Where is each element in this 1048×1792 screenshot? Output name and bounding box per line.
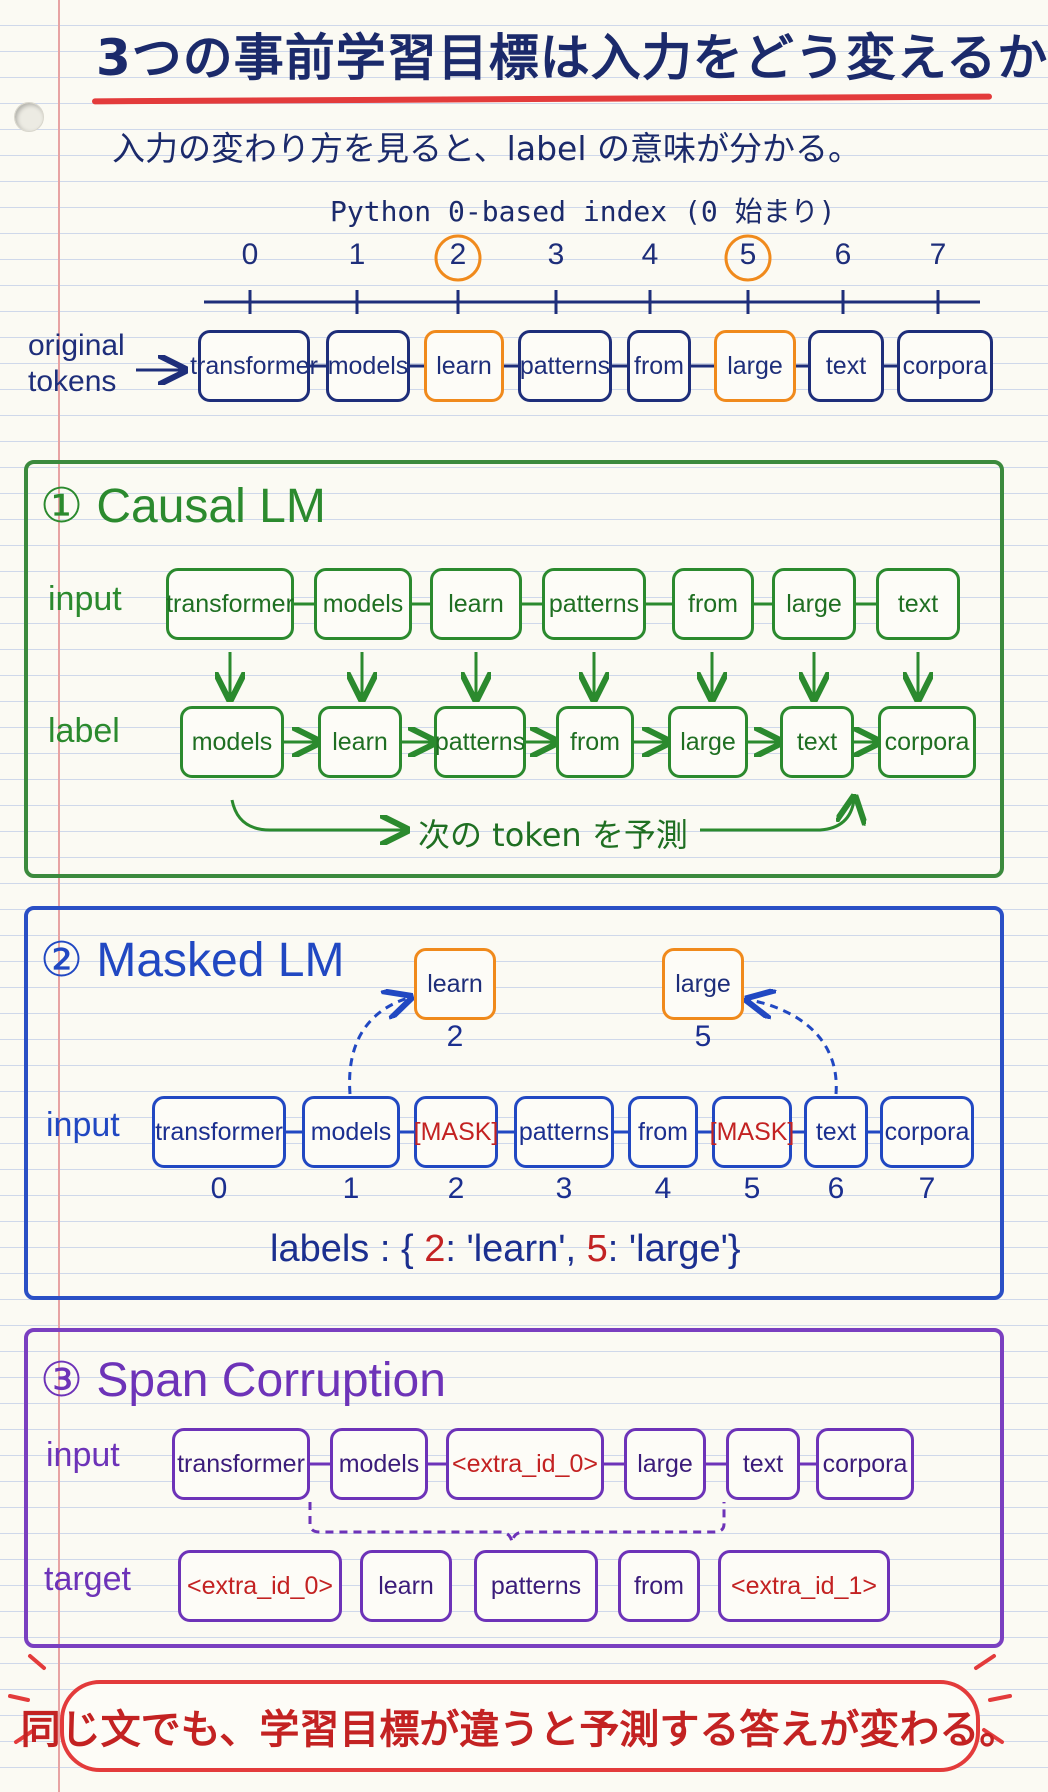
span-input-token: <extra_id_0>: [446, 1428, 604, 1500]
span-target-token: learn: [360, 1550, 452, 1622]
original-token: from: [627, 330, 691, 402]
span-input-token: large: [624, 1428, 706, 1500]
span-target-token: <extra_id_1>: [718, 1550, 890, 1622]
original-token: transformer: [190, 330, 318, 402]
page-title: 3つの事前学習目標は入力をどう変えるか: [96, 29, 1048, 87]
labels-key-1: 2: [424, 1228, 446, 1270]
bottom-note: 同じ文でも、学習目標が違うと予測する答えが変わる。: [21, 1680, 1019, 1772]
causal-label-token: patterns: [434, 706, 526, 778]
causal-input-token: from: [672, 568, 754, 640]
original-token: text: [808, 330, 884, 402]
span-input-token: text: [726, 1428, 800, 1500]
span-target-token: from: [618, 1550, 700, 1622]
causal-label-token: corpora: [878, 706, 976, 778]
index-tick-label: 1: [348, 238, 366, 271]
causal-label-token: models: [180, 706, 284, 778]
original-label-line2: tokens: [28, 365, 117, 398]
causal-label-token: large: [668, 706, 748, 778]
masked-index-label: 4: [654, 1172, 672, 1205]
causal-label-label: label: [48, 712, 120, 750]
index-tick-label: 5: [739, 238, 757, 271]
masked-input-token: transformer: [152, 1096, 286, 1168]
causal-input-token: text: [876, 568, 960, 640]
masked-predicted-index: 5: [694, 1020, 712, 1053]
span-input-token: models: [330, 1428, 428, 1500]
notebook-margin-line: [58, 0, 60, 1792]
index-tick-label: 2: [449, 238, 467, 271]
masked-labels-dict: labels : { 2: 'learn', 5: 'large'}: [270, 1228, 741, 1271]
masked-index-label: 7: [918, 1172, 936, 1205]
labels-value-2: : 'large': [607, 1228, 728, 1270]
title-underline: [91, 93, 993, 105]
masked-index-label: 6: [827, 1172, 845, 1205]
masked-index-label: 2: [447, 1172, 465, 1205]
masked-input-token: from: [628, 1096, 698, 1168]
causal-label-token: learn: [318, 706, 402, 778]
masked-input-token: patterns: [514, 1096, 614, 1168]
original-token: patterns: [518, 330, 612, 402]
causal-input-label: input: [48, 580, 122, 618]
masked-lm-section: [24, 906, 1004, 1300]
labels-suffix: }: [727, 1228, 741, 1270]
index-tick-label: 4: [641, 238, 659, 271]
labels-value-1: : 'learn',: [445, 1228, 577, 1270]
causal-input-token: large: [772, 568, 856, 640]
span-input-token: transformer: [172, 1428, 310, 1500]
index-caption: Python 0-based index (0 始まり): [330, 195, 836, 228]
masked-index-label: 5: [743, 1172, 761, 1205]
masked-input-token: models: [302, 1096, 400, 1168]
index-tick-label: 6: [834, 238, 852, 271]
page-subtitle: 入力の変わり方を見ると、label の意味が分かる。: [112, 129, 861, 168]
causal-lm-section: [24, 460, 1004, 878]
original-label-line1: original: [28, 329, 125, 362]
causal-input-token: learn: [430, 568, 522, 640]
original-token: corpora: [897, 330, 993, 402]
span-corruption-section: [24, 1328, 1004, 1648]
causal-input-token: transformer: [166, 568, 294, 640]
causal-lm-title: ① Causal LM: [40, 480, 326, 533]
index-tick-label: 3: [547, 238, 565, 271]
causal-caption: 次の token を予測: [418, 816, 688, 854]
masked-index-label: 0: [210, 1172, 228, 1205]
index-tick-label: 7: [929, 238, 947, 271]
original-tokens-label: original tokens: [28, 328, 125, 400]
span-input-label: input: [46, 1436, 120, 1474]
index-tick-label: 0: [241, 238, 259, 271]
labels-prefix: labels : {: [270, 1228, 414, 1270]
span-input-token: corpora: [816, 1428, 914, 1500]
masked-index-label: 3: [555, 1172, 573, 1205]
masked-input-token: [MASK]: [414, 1096, 498, 1168]
labels-key-2: 5: [586, 1228, 608, 1270]
punch-hole: [14, 102, 44, 132]
masked-predicted-index: 2: [446, 1020, 464, 1053]
causal-input-token: patterns: [542, 568, 646, 640]
span-target-label: target: [44, 1560, 131, 1598]
causal-input-token: models: [314, 568, 412, 640]
causal-label-token: from: [556, 706, 634, 778]
masked-input-token: corpora: [880, 1096, 974, 1168]
span-target-token: patterns: [474, 1550, 598, 1622]
span-target-token: <extra_id_0>: [178, 1550, 342, 1622]
masked-input-token: text: [804, 1096, 868, 1168]
masked-predicted-token: large: [662, 948, 744, 1020]
masked-lm-title: ② Masked LM: [40, 934, 345, 987]
original-token: learn: [424, 330, 504, 402]
masked-index-label: 1: [342, 1172, 360, 1205]
masked-input-label: input: [46, 1106, 120, 1144]
causal-label-token: text: [780, 706, 854, 778]
masked-predicted-token: learn: [414, 948, 496, 1020]
masked-input-token: [MASK]: [710, 1096, 794, 1168]
original-token: models: [326, 330, 410, 402]
original-token: large: [714, 330, 796, 402]
span-corruption-title: ③ Span Corruption: [40, 1354, 446, 1407]
